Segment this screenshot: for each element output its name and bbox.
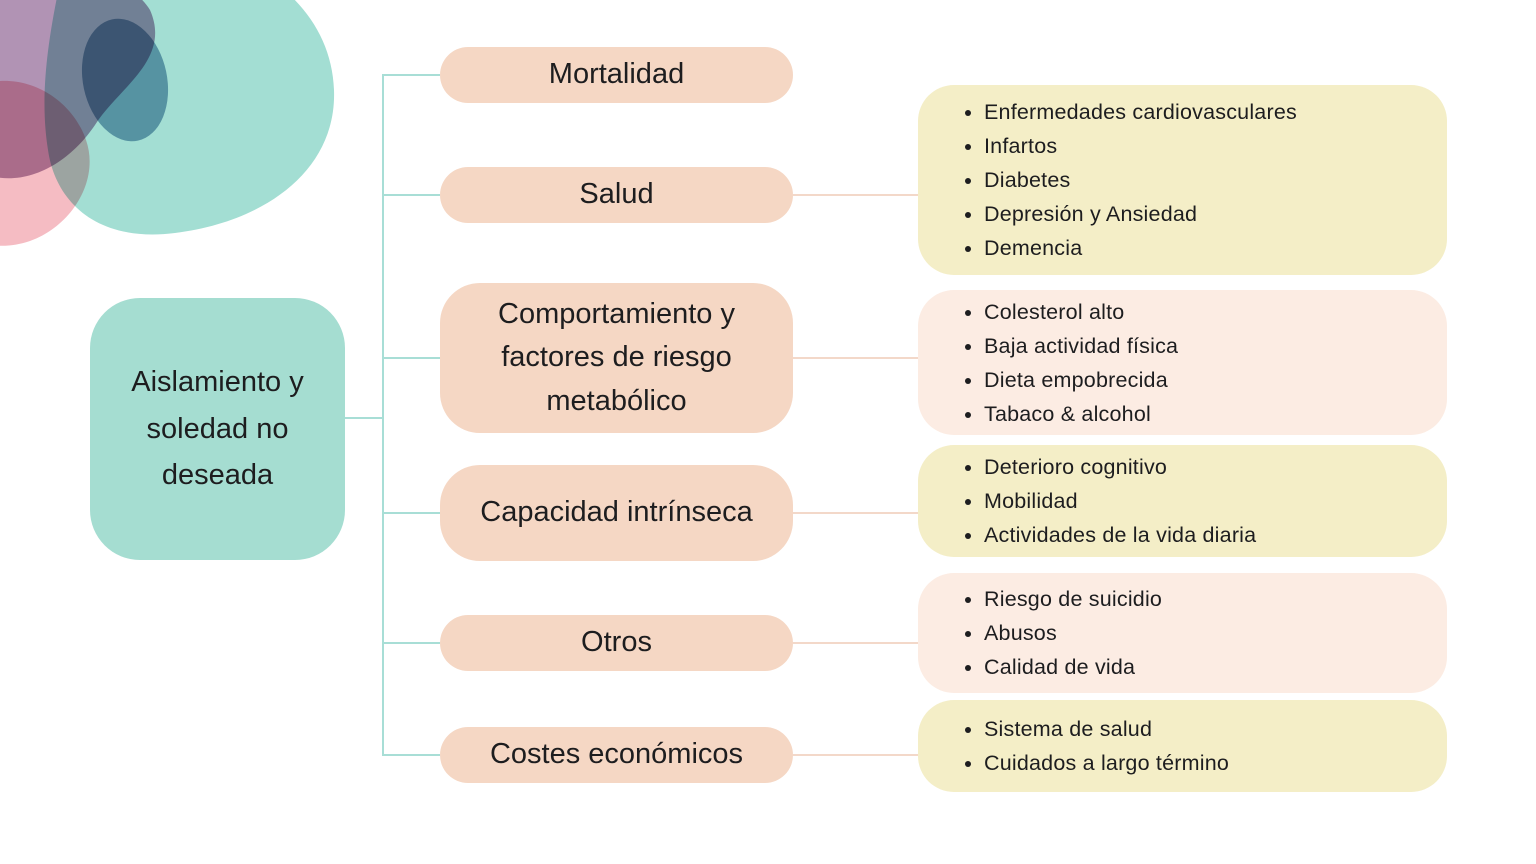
branch-pill-costes: Costes económicos (440, 727, 793, 783)
bullet-item: Riesgo de suicidio (984, 582, 1447, 616)
detail-connector-otros (793, 642, 918, 644)
bullet-item: Dieta empobrecida (984, 363, 1447, 397)
bullet-item: Demencia (984, 231, 1447, 265)
bullet-item: Cuidados a largo término (984, 746, 1447, 780)
connector-line-capacidad (384, 512, 440, 514)
detail-box-comportamiento: Colesterol altoBaja actividad físicaDiet… (918, 290, 1447, 435)
bullet-item: Infartos (984, 129, 1447, 163)
bullet-item: Calidad de vida (984, 650, 1447, 684)
bullet-item: Abusos (984, 616, 1447, 650)
detail-box-capacidad: Deterioro cognitivoMobilidadActividades … (918, 445, 1447, 557)
bullet-item: Depresión y Ansiedad (984, 197, 1447, 231)
detail-connector-costes (793, 754, 918, 756)
bullet-item: Tabaco & alcohol (984, 397, 1447, 431)
branch-pill-capacidad: Capacidad intrínseca (440, 465, 793, 561)
bullet-list: Sistema de saludCuidados a largo término (918, 712, 1447, 780)
detail-box-otros: Riesgo de suicidioAbusosCalidad de vida (918, 573, 1447, 693)
bullet-item: Deterioro cognitivo (984, 450, 1447, 484)
branch-pill-otros: Otros (440, 615, 793, 671)
connector-line-comportamiento (384, 357, 440, 359)
branch-label: Otros (581, 626, 652, 659)
bullet-item: Diabetes (984, 163, 1447, 197)
connector-line-costes (384, 754, 440, 756)
pink-blob-shape (0, 80, 90, 246)
branch-label: Salud (579, 178, 654, 211)
bullet-item: Baja actividad física (984, 329, 1447, 363)
detail-box-costes: Sistema de saludCuidados a largo término (918, 700, 1447, 792)
connector-line-salud (384, 194, 440, 196)
bullet-item: Mobilidad (984, 484, 1447, 518)
branch-label: Comportamiento y factores de riesgo meta… (498, 297, 735, 417)
bullet-item: Enfermedades cardiovasculares (984, 95, 1447, 129)
bullet-item: Colesterol alto (984, 295, 1447, 329)
bullet-list: Riesgo de suicidioAbusosCalidad de vida (918, 582, 1447, 684)
bullet-list: Colesterol altoBaja actividad físicaDiet… (918, 295, 1447, 431)
connector-line-otros (384, 642, 440, 644)
decorative-blobs-graphic (0, 0, 335, 246)
detail-connector-comportamiento (793, 357, 918, 359)
root-node-label: Aislamiento y soledad no deseada (131, 366, 304, 492)
detail-connector-salud (793, 194, 918, 196)
connector-line-mortalidad (384, 74, 440, 76)
root-node: Aislamiento y soledad no deseada (90, 298, 345, 560)
root-connector-line (345, 417, 383, 419)
bullet-item: Actividades de la vida diaria (984, 518, 1447, 552)
branch-label: Costes económicos (489, 738, 744, 771)
branch-label: Mortalidad (548, 58, 685, 91)
detail-connector-capacidad (793, 512, 918, 514)
branch-pill-salud: Salud (440, 167, 793, 223)
branch-pill-comportamiento: Comportamiento y factores de riesgo meta… (440, 283, 793, 433)
detail-box-salud: Enfermedades cardiovascularesInfartosDia… (918, 85, 1447, 275)
branch-pill-mortalidad: Mortalidad (440, 47, 793, 103)
bullet-list: Enfermedades cardiovascularesInfartosDia… (918, 95, 1447, 265)
trunk-connector-line (382, 74, 384, 756)
branch-label: Capacidad intrínseca (480, 496, 753, 529)
bullet-item: Sistema de salud (984, 712, 1447, 746)
bullet-list: Deterioro cognitivoMobilidadActividades … (918, 450, 1447, 552)
